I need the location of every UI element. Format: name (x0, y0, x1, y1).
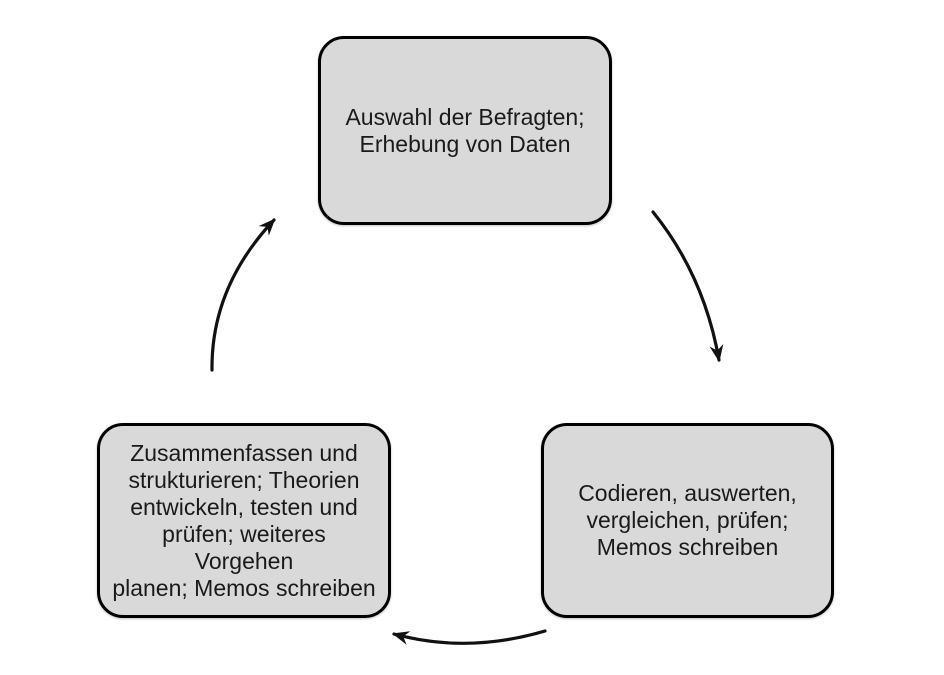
arrow-right-to-left (392, 629, 547, 645)
node-coding-label: Codieren, auswerten, vergleichen, prüfen… (578, 480, 797, 560)
node-data-collection: Auswahl der Befragten; Erhebung von Date… (318, 36, 612, 225)
node-theory-building-label: Zusammenfassen und strukturieren; Theori… (112, 439, 376, 601)
node-data-collection-label: Auswahl der Befragten; Erhebung von Date… (345, 103, 585, 157)
arrow-top-to-right (651, 210, 724, 362)
node-theory-building: Zusammenfassen und strukturieren; Theori… (97, 423, 391, 618)
arrow-left-to-top (210, 218, 276, 372)
node-coding: Codieren, auswerten, vergleichen, prüfen… (541, 423, 834, 618)
